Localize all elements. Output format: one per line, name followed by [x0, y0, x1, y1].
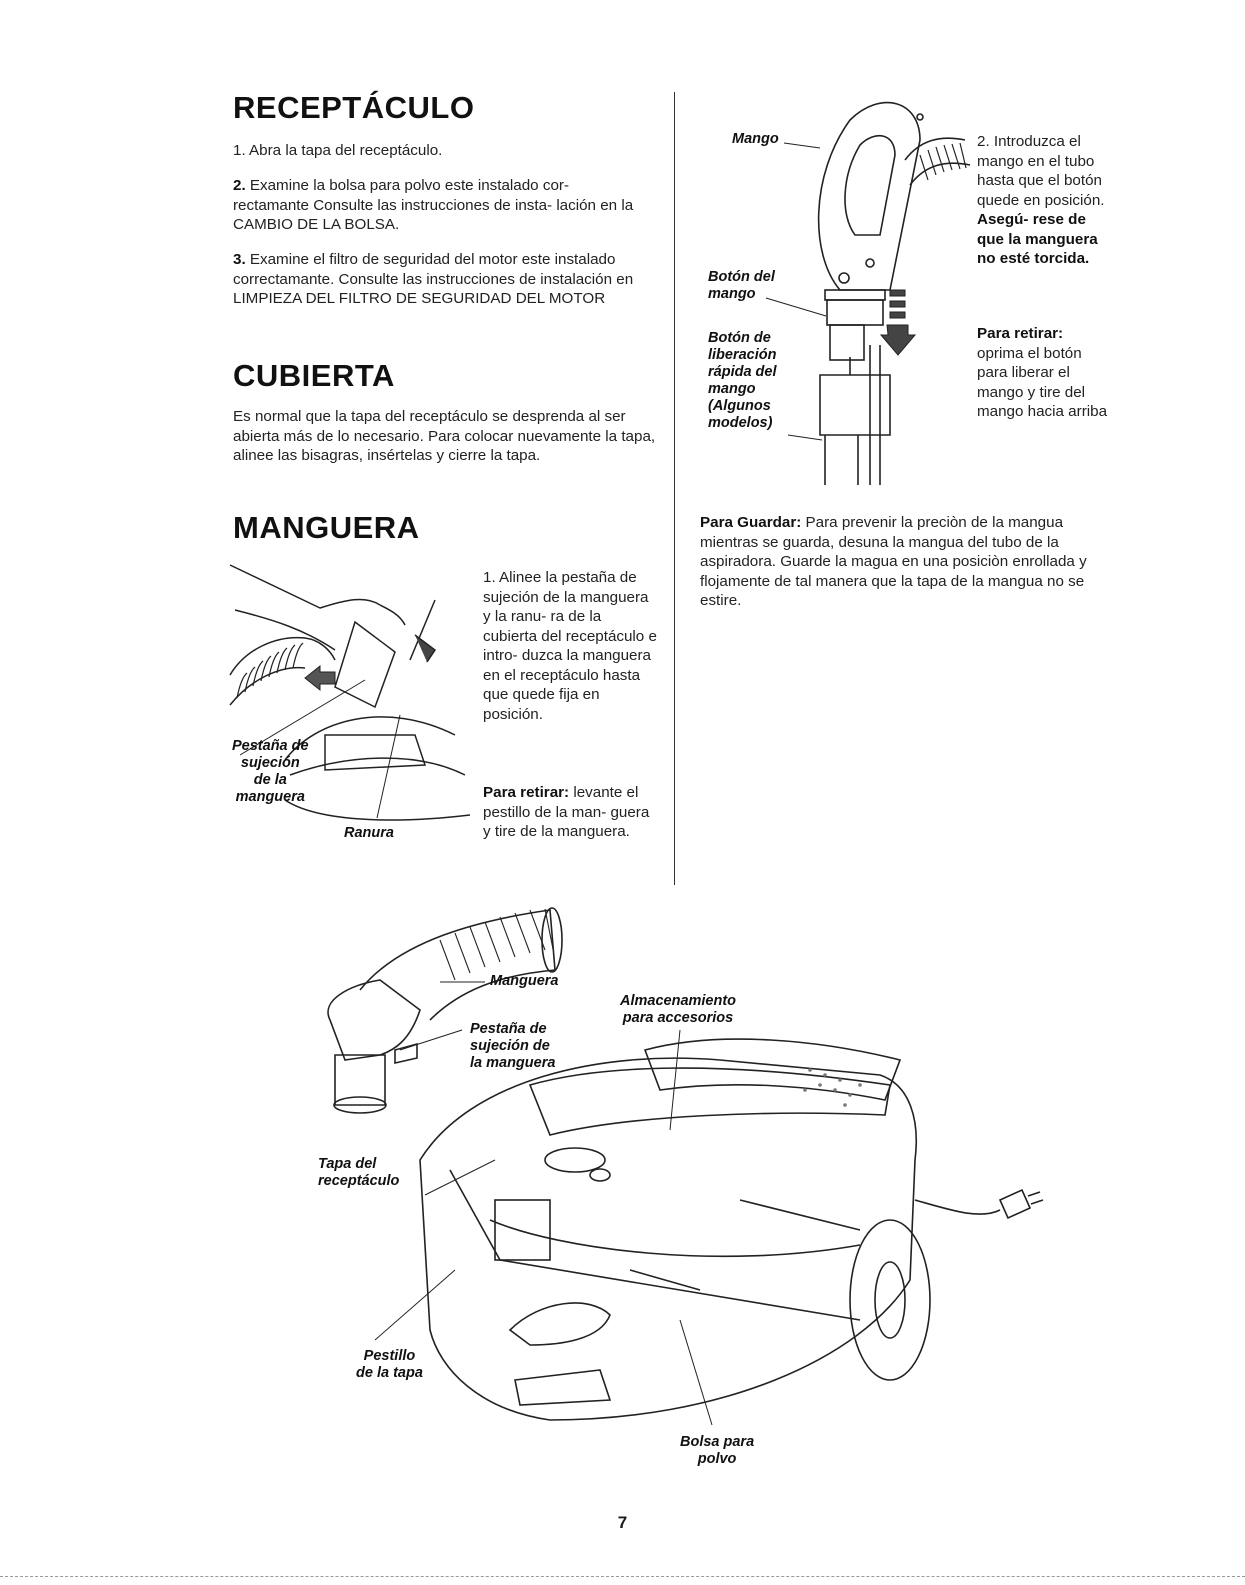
hose-insertion-illustration — [229, 564, 471, 821]
label-mango: Mango — [732, 131, 779, 147]
handle-leader-lines — [765, 142, 827, 441]
bottom-rule — [0, 1576, 1245, 1577]
label-ranura: Ranura — [344, 825, 394, 841]
mango-retirar: Para retirar: oprima el botón para liber… — [977, 325, 1108, 420]
cubierta-title: CUBIERTA — [233, 358, 395, 393]
label-almacenamiento: Almacenamiento para accesorios — [620, 993, 737, 1026]
manguera-step-1: 1. Alinee la pestaña de sujeción de la m… — [483, 569, 657, 723]
cubierta-text: Es normal que la tapa del receptáculo se… — [233, 408, 656, 464]
label-pestana-sujecion: Pestaña de sujeción de la manguera — [232, 738, 309, 805]
receptaculo-title: RECEPTÁCULO — [233, 90, 475, 125]
receptaculo-step-1: 1. Abra la tapa del receptáculo. — [233, 142, 443, 159]
mango-step-2: 2. Introduzca el mango en el tubo hasta … — [977, 133, 1105, 267]
receptaculo-step-3: 3. Examine el filtro de seguridad del mo… — [233, 251, 634, 307]
label-pestana-manguera: Pestaña de sujeción de la manguera — [470, 1021, 556, 1071]
label-boton-liberacion: Botón de liberación rápida del mango (Al… — [708, 330, 777, 431]
label-boton-mango: Botón del mango — [708, 269, 775, 302]
column-divider — [674, 92, 675, 885]
label-manguera: Manguera — [490, 973, 559, 989]
label-tapa-receptaculo: Tapa del receptáculo — [318, 1156, 400, 1189]
vacuum-cleaner-illustration — [327, 907, 1044, 1421]
guardar-text: Para Guardar: Para prevenir la preciòn d… — [700, 514, 1087, 609]
page-number: 7 — [617, 1513, 628, 1532]
label-bolsa-polvo: Bolsa para polvo — [680, 1434, 755, 1467]
manguera-retirar: Para retirar: levante el pestillo de la … — [483, 784, 650, 840]
receptaculo-step-2: 2. Examine la bolsa para polvo este inst… — [233, 177, 634, 233]
manguera-title: MANGUERA — [233, 510, 420, 545]
label-pestillo-tapa: Pestillo de la tapa — [356, 1348, 423, 1381]
handle-insertion-illustration — [817, 101, 971, 485]
